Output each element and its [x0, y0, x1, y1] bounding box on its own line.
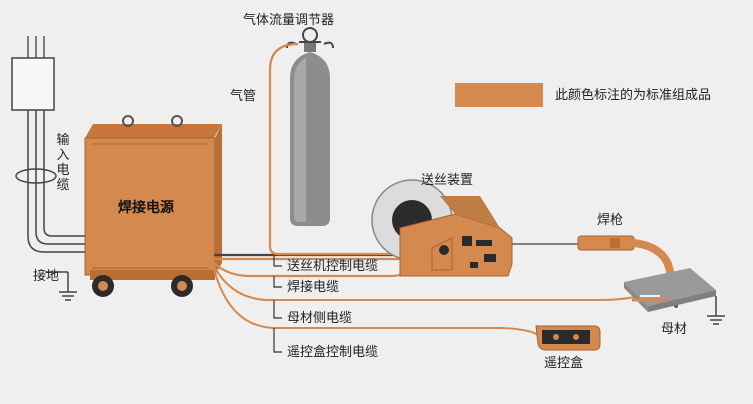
label-feeder-control-cable: 送丝机控制电缆	[287, 259, 379, 274]
regulator-gauge	[302, 27, 318, 43]
lifting-eye-left	[122, 115, 134, 127]
distribution-box	[11, 57, 55, 111]
gas-hose-line	[268, 42, 412, 256]
label-torch: 焊枪	[597, 213, 624, 228]
work-ground-symbol	[707, 296, 725, 325]
legend-text: 此颜色标注的为标准组成品	[555, 88, 712, 103]
gas-cylinder	[286, 27, 334, 226]
wire-feeder-unit	[371, 179, 513, 277]
label-base-metal: 母材	[661, 322, 688, 337]
label-wire-feeder: 送丝装置	[421, 173, 474, 188]
label-remote-box: 遥控盒	[544, 356, 584, 371]
label-remote-control-cable: 遥控盒控制电缆	[287, 345, 379, 360]
current-coil	[15, 168, 57, 184]
base-metal-workpiece	[624, 268, 716, 312]
lifting-eye-right	[171, 115, 183, 127]
ground-symbol	[45, 271, 77, 301]
label-power-source: 焊接电源	[118, 200, 174, 216]
label-work-cable: 母材侧电缆	[287, 311, 353, 326]
label-welding-cable: 焊接电缆	[287, 280, 340, 295]
label-gas-regulator: 气体流量调节器	[243, 13, 335, 28]
label-leaders	[273, 255, 282, 353]
power-source-unit	[84, 115, 222, 297]
legend-color-swatch	[455, 83, 543, 107]
label-input-cable: 输入电缆	[56, 133, 70, 193]
input-supply	[11, 36, 92, 253]
remote-control-box	[535, 325, 601, 351]
label-ground: 接地	[33, 269, 60, 284]
label-gas-hose: 气管	[230, 89, 257, 104]
